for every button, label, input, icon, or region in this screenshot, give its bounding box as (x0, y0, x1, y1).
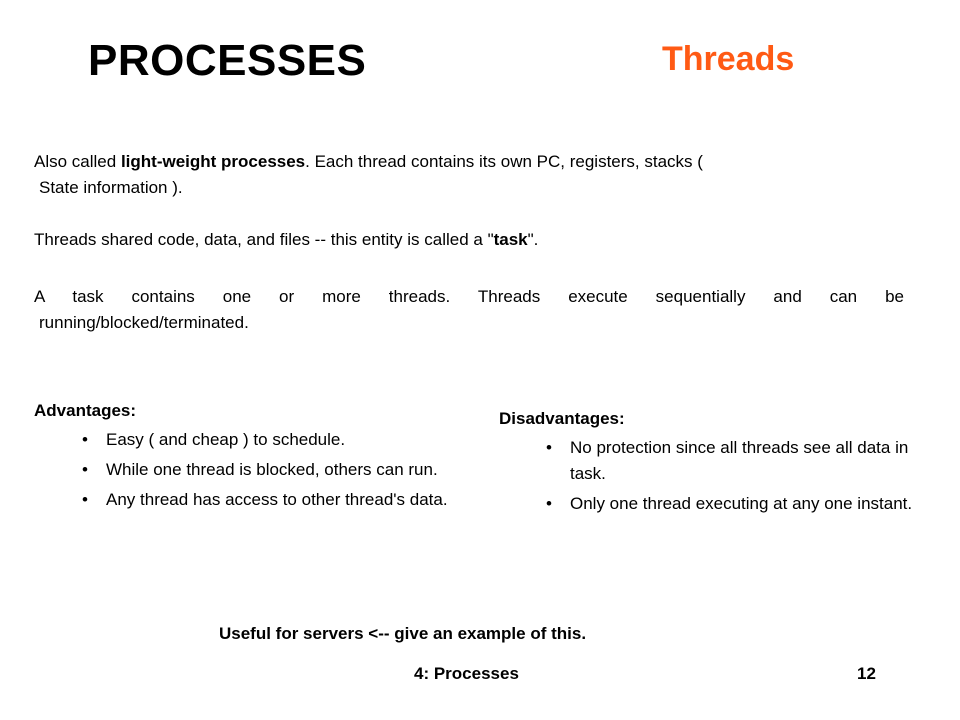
bullet-icon: • (546, 438, 552, 457)
bold-term: light-weight processes (120, 152, 306, 171)
list-item: • Any thread has access to other thread's… (82, 487, 452, 513)
list-item-text: While one thread is blocked, others can … (106, 460, 438, 479)
page-number: 12 (857, 664, 876, 683)
paragraph-definition: Also called light-weight processes. Each… (34, 149, 904, 201)
list-item: • Only one thread executing at any one in… (546, 491, 932, 517)
list-item: • Easy ( and cheap ) to schedule. (82, 427, 452, 453)
slide-title: PROCESSES (88, 36, 367, 85)
bullet-icon: • (82, 490, 88, 509)
footer-note: Useful for servers <-- give an example o… (219, 624, 587, 643)
list-item-text: Any thread has access to other thread's … (106, 490, 448, 509)
bullet-icon: • (82, 460, 88, 479)
list-item-text: Only one thread executing at any one ins… (570, 494, 913, 513)
list-item-text: Easy ( and cheap ) to schedule. (106, 430, 346, 449)
paragraph-text: ". (527, 230, 539, 249)
slide-subtitle: Threads (662, 40, 795, 78)
paragraph-threads: A task contains one or more threads. Thr… (34, 284, 904, 336)
list-item: • While one thread is blocked, others can… (82, 457, 452, 483)
bold-term: task (493, 230, 528, 249)
disadvantages-list: • No protection since all threads see all… (546, 435, 932, 521)
paragraph-text: . Each thread contains its own PC, regis… (305, 152, 703, 171)
list-item: • No protection since all threads see all… (546, 435, 932, 487)
paragraph-task: Threads shared code, data, and files -- … (34, 227, 904, 253)
bullet-icon: • (546, 494, 552, 513)
footer-section: 4: Processes (414, 664, 519, 683)
paragraph-text: A task contains one or more threads. Thr… (34, 287, 904, 306)
paragraph-text: Threads shared code, data, and files -- … (34, 230, 494, 249)
paragraph-text: Also called (34, 152, 121, 171)
advantages-list: • Easy ( and cheap ) to schedule. • While … (82, 427, 452, 517)
advantages-heading: Advantages: (34, 401, 137, 420)
disadvantages-heading: Disadvantages: (499, 409, 625, 428)
paragraph-continuation: State information ). (39, 178, 183, 197)
bullet-icon: • (82, 430, 88, 449)
paragraph-continuation: running/blocked/terminated. (39, 313, 249, 332)
list-item-text: No protection since all threads see all … (570, 438, 909, 483)
